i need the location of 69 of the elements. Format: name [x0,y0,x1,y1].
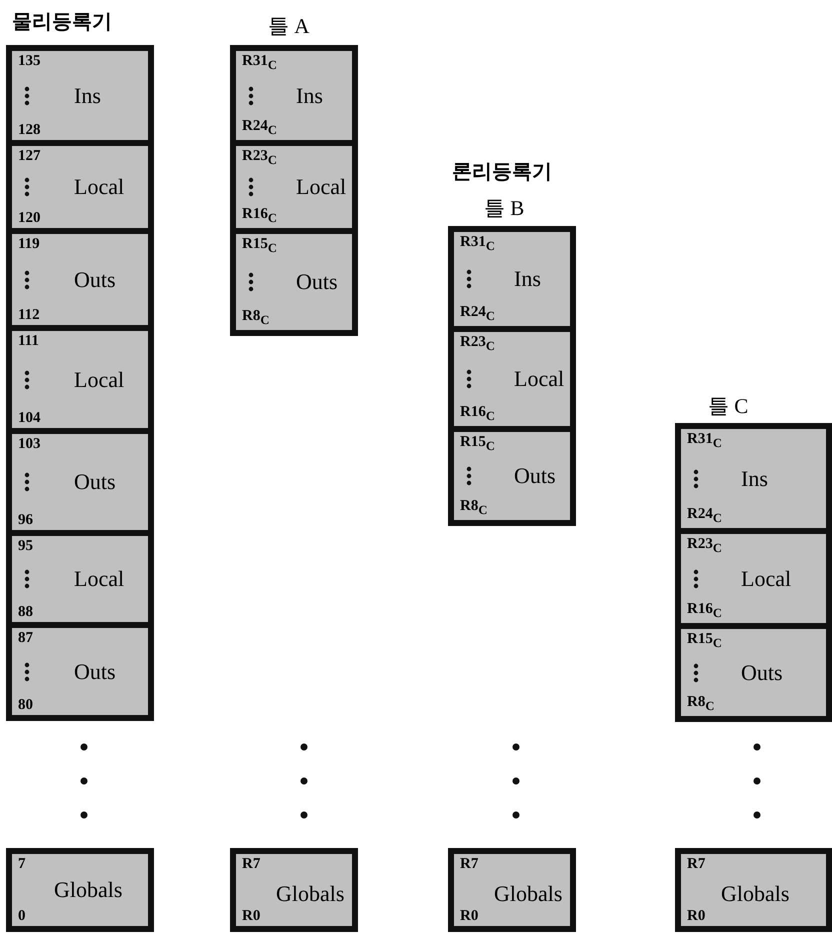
register-number: 88 [18,604,33,620]
register-group-name: Local [74,175,124,199]
register-number: R24$_{C}$ [460,304,495,324]
register-group-name: Outs [296,270,338,294]
register-number: 80 [18,697,33,713]
register-box [675,848,832,932]
register-number: R0 [687,908,706,924]
register-box [448,848,576,932]
register-number: R23$_{C}$ [460,334,495,354]
register-group-name: Local [741,566,792,590]
register-number: 103 [18,436,40,452]
register-number: 0 [18,908,26,924]
frame-label: 틀 C [708,393,748,420]
register-number: R16$_{C}$ [460,404,495,424]
register-number: 119 [18,236,40,252]
register-number: R0 [242,908,260,924]
register-group-name: Globals [721,882,790,906]
register-group-name: Ins [296,84,323,108]
register-number: R0 [460,908,478,924]
register-number: R8$_{C}$ [687,694,714,714]
frame-label: 틀 B [484,195,524,222]
register-number: 95 [18,538,33,554]
register-group-name: Ins [74,84,101,108]
register-number: 96 [18,512,33,528]
register-number: 127 [18,148,40,164]
register-group-name: Outs [74,268,116,292]
register-number: R7 [687,856,706,872]
register-group-name: Local [514,367,564,391]
register-group-name: Local [296,175,346,199]
register-group-name: Globals [494,882,562,906]
register-number: 104 [18,410,40,426]
register-number: R7 [460,856,478,872]
register-group-name: Ins [514,267,541,291]
register-number: 120 [18,210,40,226]
register-box [6,848,154,932]
register-number: 135 [18,53,40,69]
register-number: R31$_{C}$ [687,431,722,451]
column-heading: 론리등록기 [452,158,552,185]
register-group-name: Local [74,567,124,591]
register-number: R16$_{C}$ [687,601,722,621]
register-number: R23$_{C}$ [687,536,722,556]
register-number: 7 [18,856,26,872]
register-group-name: Globals [276,882,344,906]
register-number: R24$_{C}$ [687,506,722,526]
register-group-name: Local [74,368,124,392]
register-number: 111 [18,333,39,349]
register-number: R31$_{C}$ [242,53,277,73]
register-group-name: Outs [74,470,116,494]
register-group-name: Ins [741,466,768,490]
column-heading: 물리등록기 [12,8,112,35]
register-number: R16$_{C}$ [242,206,277,226]
register-group-name: Outs [741,660,783,684]
register-number: R24$_{C}$ [242,118,277,138]
register-group-name: Globals [54,878,122,902]
register-group-name: Outs [514,464,556,488]
register-group-name: Outs [74,660,116,684]
register-number: R15$_{C}$ [242,236,277,256]
register-box [230,848,358,932]
register-number: R8$_{C}$ [242,308,270,328]
register-number: 128 [18,122,40,138]
register-number: R15$_{C}$ [687,631,722,651]
frame-label: 틀 A [268,13,310,40]
register-number: 112 [18,307,40,323]
register-number: 87 [18,630,33,646]
register-number: R23$_{C}$ [242,148,277,168]
register-number: R7 [242,856,260,872]
register-number: R31$_{C}$ [460,234,495,254]
register-number: R15$_{C}$ [460,434,495,454]
register-number: R8$_{C}$ [460,498,488,518]
